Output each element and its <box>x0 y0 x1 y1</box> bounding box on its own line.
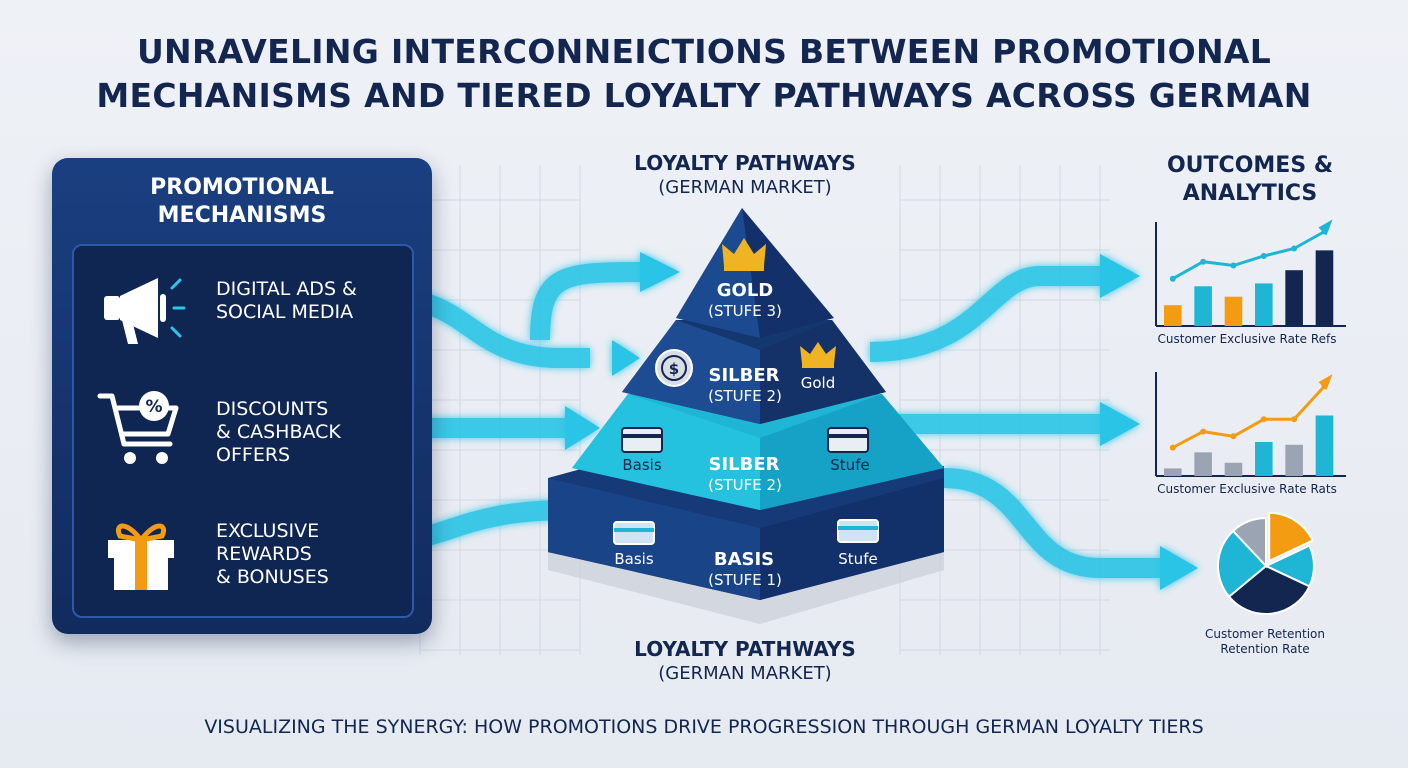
retention-pie-chart <box>1216 511 1315 615</box>
arrowhead <box>1100 254 1140 298</box>
tier-silber-mid-right-label: Stufe <box>830 456 870 474</box>
page-title-line-2: MECHANISMS AND TIERED LOYALTY PATHWAYS A… <box>96 76 1312 115</box>
chart-bar <box>1285 270 1303 326</box>
svg-text:$: $ <box>669 360 679 378</box>
promotional-mechanisms-title: PROMOTIONAL MECHANISMS <box>150 175 334 228</box>
tier-silber-top-sublabel: (STUFE 2) <box>708 387 782 405</box>
tier-basis <box>548 466 944 600</box>
chart-bar <box>1285 444 1303 476</box>
chart-point <box>1200 428 1207 435</box>
dollar-coin-icon: $ <box>655 349 693 387</box>
tier-silber-mid-sublabel: (STUFE 2) <box>708 476 782 494</box>
chart-bar <box>1224 296 1243 326</box>
shopping-cart-percent-icon: % <box>97 391 179 464</box>
outcomes-bar-chart-1 <box>1155 219 1346 327</box>
tier-silber-mid-label: SILBER <box>708 454 780 475</box>
chart-point <box>1200 258 1207 265</box>
promo-label-rewards: EXCLUSIVE REWARDS & BONUSES <box>216 520 329 588</box>
chart-trend-arrowhead <box>1318 219 1333 236</box>
tier-gold-sublabel: (STUFE 3) <box>708 302 782 320</box>
chart-bar <box>1164 468 1182 476</box>
footer-caption: VISUALIZING THE SYNERGY: HOW PROMOTIONS … <box>204 716 1204 738</box>
page-title-line-1: UNRAVELING INTERCONNEICTIONS BETWEEN PRO… <box>136 32 1272 71</box>
loyalty-pathways-footer-main: LOYALTY PATHWAYS <box>634 637 856 661</box>
pie-slice <box>1231 516 1267 569</box>
chart-point <box>1291 245 1298 252</box>
flow-digital-to-gold <box>530 262 641 341</box>
pie-caption: Customer Retention Retention Rate <box>1180 627 1350 657</box>
promo-label-discounts: DISCOUNTS & CASHBACK OFFERS <box>216 398 341 466</box>
tier-silber-top-label: SILBER <box>708 365 780 386</box>
card-icon <box>827 427 869 453</box>
chart-bar <box>1224 462 1243 476</box>
pie-slice <box>1268 511 1314 563</box>
chart-bar <box>1194 452 1212 476</box>
tier-gold <box>676 208 834 338</box>
arrowhead <box>1160 546 1198 590</box>
flow-silber-to-chart1 <box>869 266 1100 362</box>
outcomes-bar-chart-2 <box>1155 372 1346 477</box>
chart-trend-line <box>1172 230 1326 281</box>
tier-gold-label: GOLD <box>716 280 774 301</box>
pie-caption-line-1: Customer Retention <box>1205 627 1325 641</box>
pie-slice <box>1216 529 1268 599</box>
loyalty-pathways-heading-main: LOYALTY PATHWAYS <box>634 151 856 175</box>
chart-point <box>1260 416 1267 423</box>
page-title: UNRAVELING INTERCONNEICTIONS BETWEEN PRO… <box>0 30 1408 118</box>
chart-point <box>1260 253 1267 260</box>
loyalty-pathways-heading-sub: (GERMAN MARKET) <box>658 177 832 198</box>
flow-basis-to-pie <box>943 468 1160 578</box>
arrowhead <box>1100 402 1140 446</box>
loyalty-pathways-heading: LOYALTY PATHWAYS (GERMAN MARKET) <box>585 150 905 200</box>
promotional-mechanisms-panel: PROMOTIONAL MECHANISMS DIGITAL ADS & SOC… <box>52 158 432 634</box>
chart-point <box>1169 444 1176 451</box>
chart-point <box>1291 416 1298 423</box>
svg-text:%: % <box>145 397 162 417</box>
crown-icon <box>800 342 836 368</box>
tier-silber-top-right-label: Gold <box>800 374 836 392</box>
chart-point <box>1230 433 1237 440</box>
promotional-mechanisms-list: DIGITAL ADS & SOCIAL MEDIA % DISCOUNTS &… <box>72 244 414 618</box>
tier-silber-mid <box>572 394 944 510</box>
arrowhead <box>612 340 640 376</box>
promo-item-rewards: EXCLUSIVE REWARDS & BONUSES <box>74 496 412 606</box>
chart-bar <box>1255 283 1273 326</box>
chart-bar <box>1315 415 1334 476</box>
promo-label-digital-ads: DIGITAL ADS & SOCIAL MEDIA <box>216 278 357 323</box>
loyalty-pathways-footer-heading: LOYALTY PATHWAYS (GERMAN MARKET) <box>585 636 905 686</box>
crown-icon <box>722 238 766 271</box>
card-icon <box>621 427 663 453</box>
chart-1-caption: Customer Exclusive Rate Refs <box>1157 332 1337 346</box>
tier-basis-left-label: Basis <box>614 550 654 568</box>
outcomes-analytics-title: OUTCOMES & ANALYTICS <box>1166 153 1334 206</box>
chart-bar <box>1164 305 1182 326</box>
promo-item-discounts: % DISCOUNTS & CASHBACK OFFERS <box>74 374 412 484</box>
megaphone-icon <box>104 278 186 344</box>
pie-caption-line-2: Retention Rate <box>1220 642 1310 656</box>
chart-trend-arrowhead <box>1318 374 1333 391</box>
arrowhead <box>565 406 600 450</box>
chart-point <box>1230 262 1237 269</box>
chart-bar <box>1194 286 1212 326</box>
promo-item-digital-ads: DIGITAL ADS & SOCIAL MEDIA <box>74 254 412 364</box>
pyramid-shadow <box>548 552 944 624</box>
card-icon <box>837 519 879 543</box>
tier-basis-right-label: Stufe <box>838 550 878 568</box>
loyalty-pathways-footer-sub: (GERMAN MARKET) <box>658 663 832 684</box>
arrowhead <box>640 252 680 292</box>
chart-point <box>1169 275 1176 282</box>
tier-silber-mid-left-label: Basis <box>622 456 662 474</box>
tier-basis-sublabel: (STUFE 1) <box>708 571 782 589</box>
chart-2-caption: Customer Exclusive Rate Rats <box>1157 482 1337 496</box>
gift-icon <box>108 523 174 590</box>
chart-bar <box>1255 441 1273 476</box>
chart-trend-line <box>1172 385 1326 449</box>
card-icon <box>613 521 655 545</box>
tier-basis-label: BASIS <box>713 549 775 570</box>
chart-bar <box>1315 250 1334 326</box>
pie-slice <box>1227 564 1311 615</box>
